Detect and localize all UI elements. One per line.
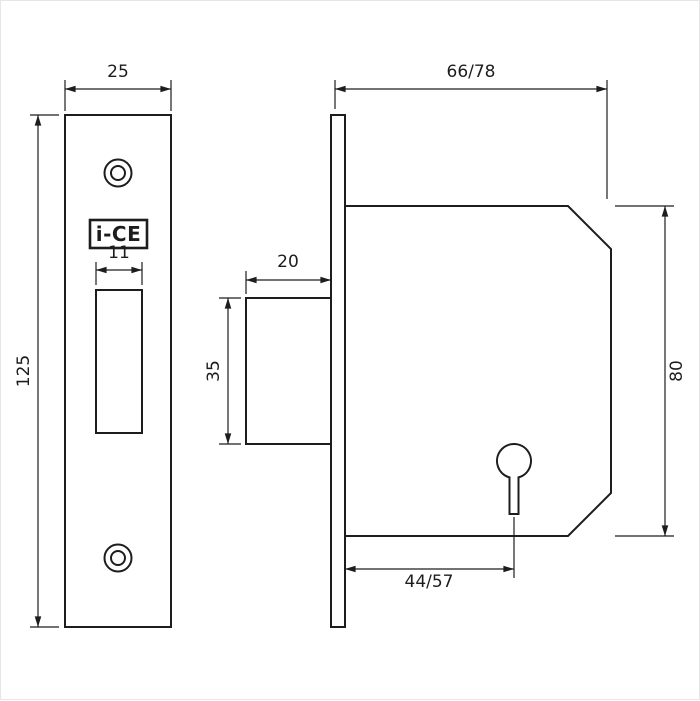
dimension-bolt-throw: 20 bbox=[245, 252, 331, 294]
faceplate-side bbox=[330, 114, 346, 628]
dimension-value: 20 bbox=[277, 252, 299, 272]
screw-hole-bottom-inner bbox=[110, 550, 126, 566]
deadbolt bbox=[245, 297, 332, 445]
dimension-value: 80 bbox=[667, 360, 687, 382]
dimension-value: 25 bbox=[107, 62, 129, 82]
lock-case bbox=[344, 205, 612, 537]
dimension-value: 35 bbox=[204, 360, 224, 382]
dimension-bolt-height: 35 bbox=[204, 297, 241, 445]
keyhole bbox=[496, 443, 532, 515]
dimension-faceplate-width: 25 bbox=[64, 62, 172, 111]
dimension-value: 44/57 bbox=[405, 572, 454, 592]
dimension-value: 66/78 bbox=[447, 62, 496, 82]
dimension-case-height: 80 bbox=[615, 205, 687, 537]
logo-text: i-CE bbox=[96, 222, 142, 246]
dimension-value: 125 bbox=[14, 355, 34, 387]
dimension-value: 11 bbox=[108, 243, 130, 263]
dimension-cutout-width: 11 bbox=[95, 243, 143, 285]
faceplate-front-view: i-CE bbox=[64, 114, 172, 628]
dimension-faceplate-height: 125 bbox=[14, 114, 59, 628]
screw-hole-top-inner bbox=[110, 165, 126, 181]
lock-side-view bbox=[245, 114, 612, 628]
logo-box bbox=[88, 218, 149, 250]
dimension-case-depth: 66/78 bbox=[334, 62, 608, 199]
bolt-cutout bbox=[95, 289, 143, 434]
dimension-keyhole-backset: 44/57 bbox=[345, 517, 515, 592]
